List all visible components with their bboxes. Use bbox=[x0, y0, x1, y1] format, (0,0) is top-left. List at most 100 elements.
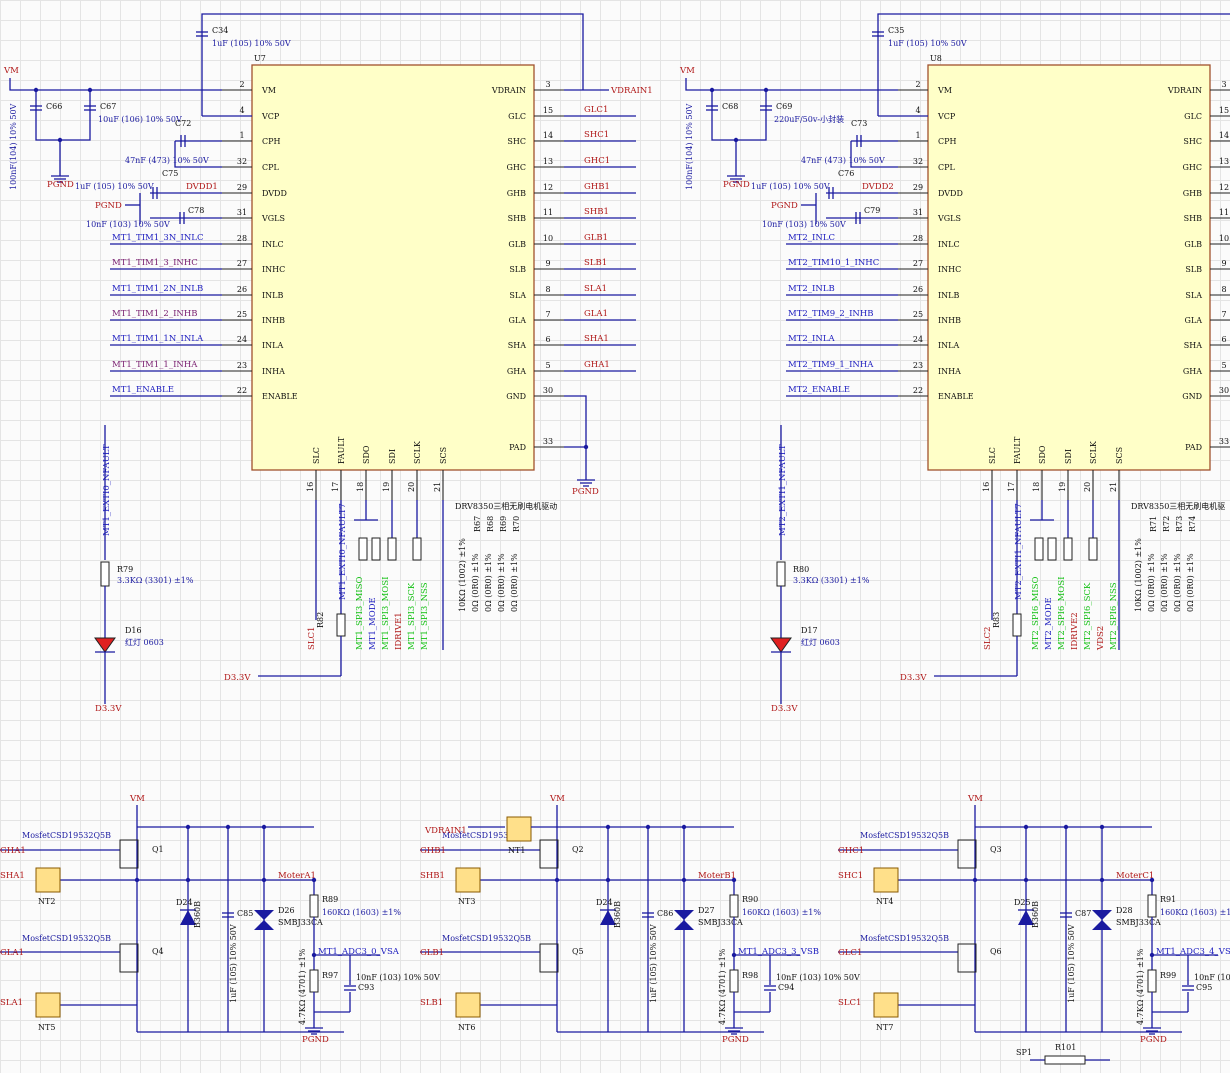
res-ref: R72 bbox=[1162, 516, 1171, 532]
test-point[interactable] bbox=[873, 867, 899, 893]
pin-number: 16 bbox=[982, 482, 991, 492]
resistor bbox=[1034, 537, 1044, 561]
pin-number: 32 bbox=[237, 157, 247, 166]
pin-number: 27 bbox=[237, 259, 247, 268]
pin-number: 21 bbox=[433, 482, 442, 492]
vm-label: VM bbox=[967, 794, 983, 804]
pin-name: SCLK bbox=[413, 440, 422, 464]
sl-net: SLB1 bbox=[420, 998, 443, 1008]
diode-value: B360B bbox=[613, 901, 622, 928]
mosfet-part: MosfetCSD19532Q5B bbox=[860, 831, 949, 840]
pin-name: GHB bbox=[1183, 189, 1202, 198]
diode-value: B360B bbox=[193, 901, 202, 928]
cap-value: 10uF (106) 10% 50V bbox=[98, 115, 182, 124]
res-ref: R83 bbox=[992, 612, 1001, 628]
pin-number: 11 bbox=[1219, 208, 1229, 217]
gate-net: GHC1 bbox=[838, 846, 864, 856]
junction-dot bbox=[972, 877, 978, 883]
led-value: 红灯 0603 bbox=[801, 637, 840, 647]
pin-number: 8 bbox=[545, 285, 550, 294]
cap-value: 10nF (103) 10% 50V bbox=[86, 220, 170, 229]
res-ref: R80 bbox=[793, 565, 809, 574]
test-point[interactable] bbox=[506, 816, 532, 842]
mosfet-q3 bbox=[957, 839, 977, 869]
pin-number: 18 bbox=[356, 482, 365, 492]
pin-number: 22 bbox=[237, 386, 247, 395]
res-ref: R90 bbox=[742, 895, 758, 904]
test-point[interactable] bbox=[35, 867, 61, 893]
res-ref: R71 bbox=[1149, 516, 1158, 532]
resistor bbox=[1147, 969, 1157, 993]
tvs-icon bbox=[1092, 920, 1112, 930]
vdrain-net: VDRAIN1 bbox=[610, 86, 653, 96]
slc-net: SLC1 bbox=[307, 627, 317, 650]
cap-value: 1uF (105) 10% 50V bbox=[212, 39, 291, 48]
mosfet-ref: Q6 bbox=[990, 947, 1002, 956]
test-point[interactable] bbox=[455, 992, 481, 1018]
cap-ref: C93 bbox=[358, 983, 374, 992]
pin-name: GLC bbox=[1184, 112, 1202, 121]
test-point[interactable] bbox=[873, 992, 899, 1018]
pin-number: 31 bbox=[913, 208, 923, 217]
pin-name: VDRAIN bbox=[1167, 86, 1202, 95]
res-ref: R82 bbox=[316, 612, 325, 628]
res-value: 0Ω (0R0) ±1% bbox=[1160, 553, 1169, 612]
pgnd-label: PGND bbox=[723, 180, 750, 190]
res-ref: R67 bbox=[473, 516, 482, 532]
pin-name: SDI bbox=[388, 449, 397, 464]
pin-number: 20 bbox=[1083, 482, 1092, 492]
res-value: 10KΩ (1002) ±1% bbox=[458, 538, 467, 612]
test-point[interactable] bbox=[455, 867, 481, 893]
tvs-value: SMBJ33CA bbox=[1116, 918, 1161, 927]
spi-net: IDRIVE2 bbox=[1070, 612, 1080, 650]
cap-ref: C95 bbox=[1196, 983, 1212, 992]
ic-body-u7[interactable] bbox=[251, 64, 535, 471]
resistor bbox=[1012, 613, 1022, 637]
pin-number: 12 bbox=[543, 183, 553, 192]
pin-number: 32 bbox=[913, 157, 923, 166]
led-ref: D17 bbox=[801, 626, 818, 635]
mosfet-part: MosfetCSD19532Q5B bbox=[442, 831, 531, 840]
gate-net: GHA1 bbox=[0, 846, 26, 856]
right-net: GHB1 bbox=[584, 182, 610, 192]
pin-name: GLB bbox=[508, 240, 526, 249]
pin-name: INHA bbox=[262, 367, 285, 376]
pin-number: 20 bbox=[407, 482, 416, 492]
right-net: GLB1 bbox=[584, 233, 608, 243]
cap-ref: C66 bbox=[46, 102, 62, 111]
nt-ref: NT1 bbox=[508, 846, 525, 855]
pin-number: 26 bbox=[237, 285, 247, 294]
sp-ref: SP1 bbox=[1016, 1048, 1032, 1057]
pin-number: 4 bbox=[239, 106, 244, 115]
pin-number: 26 bbox=[913, 285, 923, 294]
pgnd-label: PGND bbox=[95, 201, 122, 211]
pin-number: 2 bbox=[239, 80, 244, 89]
tvs-ref: D27 bbox=[698, 906, 715, 915]
resistor bbox=[1047, 537, 1057, 561]
cap-ref: C79 bbox=[864, 206, 880, 215]
pin-name: SHC bbox=[507, 137, 526, 146]
pin-number: 27 bbox=[913, 259, 923, 268]
pin-name: VM bbox=[937, 86, 952, 95]
pin-number: 2 bbox=[915, 80, 920, 89]
pin-name: SLA bbox=[1185, 291, 1202, 300]
pin-name: SLC bbox=[988, 447, 997, 464]
pin-name: SLB bbox=[509, 265, 526, 274]
pin-number: 23 bbox=[237, 361, 247, 370]
spi-net: MT2_SPI6_MOSI bbox=[1057, 577, 1067, 650]
wire bbox=[201, 13, 584, 116]
res-ref: R98 bbox=[742, 971, 758, 980]
pin-number: 11 bbox=[543, 208, 553, 217]
ic-body-u8[interactable] bbox=[927, 64, 1211, 471]
diode-ref: D24 bbox=[176, 898, 193, 907]
pin-name: PAD bbox=[1185, 443, 1202, 452]
cap-value: 220uF/50v-小封装 bbox=[774, 114, 844, 124]
resistor bbox=[336, 613, 346, 637]
motor-net: MoterB1 bbox=[698, 871, 736, 881]
cap-value: 100nF(104) 10% 50V bbox=[9, 103, 18, 190]
test-point[interactable] bbox=[35, 992, 61, 1018]
pin-number: 17 bbox=[331, 482, 340, 492]
left-net: MT1_TIM1_2_INHB bbox=[112, 309, 198, 319]
mosfet-ref: Q4 bbox=[152, 947, 164, 956]
